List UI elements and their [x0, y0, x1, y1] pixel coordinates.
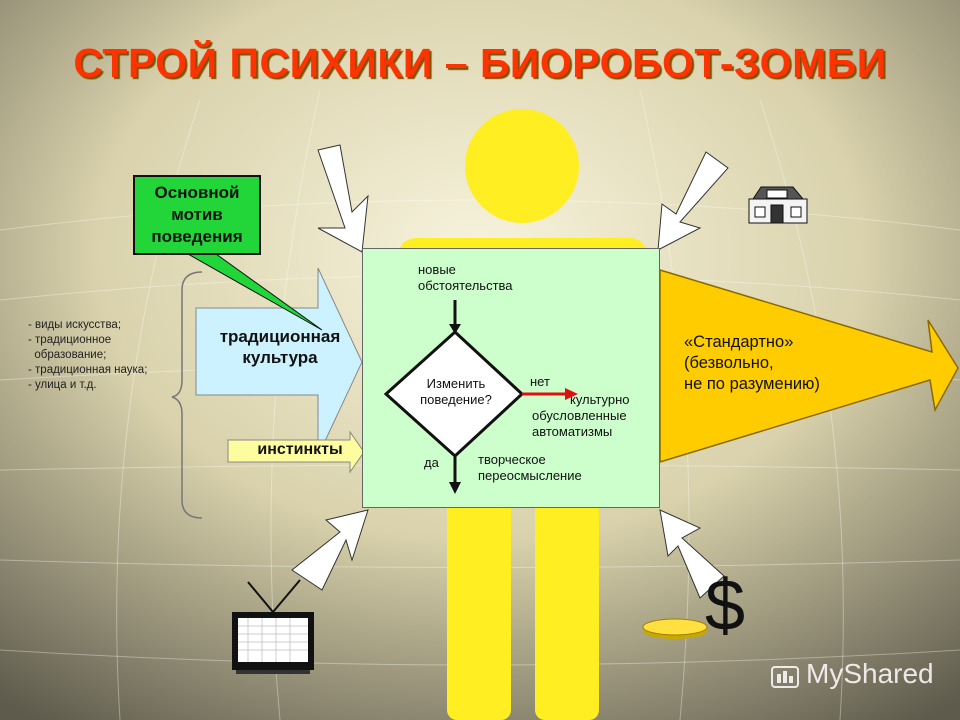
yes-result-label: творческое переосмысление — [478, 452, 582, 484]
output-line-3: не по разумению) — [684, 375, 820, 393]
input-line-1: новые — [418, 262, 456, 277]
page-title: СТРОЙ ПСИХИКИ – БИОРОБОТ-ЗОМБИ — [73, 40, 887, 86]
decision-line-2: поведение? — [420, 392, 492, 407]
culture-arrow-label: традиционная культура — [200, 326, 360, 368]
no-result-line-3: автоматизмы — [532, 424, 613, 439]
pointer-arrow-top-left — [317, 144, 369, 253]
figure-right-leg — [535, 500, 599, 720]
motive-line-2: мотив — [171, 205, 223, 224]
culture-list: - виды искусства; - традиционное образов… — [28, 318, 147, 393]
no-result-line-2: обусловленные — [532, 408, 627, 423]
motive-line-3: поведения — [151, 227, 243, 246]
output-label: «Стандартно» (безвольно, не по разумению… — [684, 332, 884, 395]
coin-icon — [642, 618, 708, 639]
house-icon — [748, 186, 808, 224]
output-line-2: (безвольно, — [684, 354, 774, 372]
input-line-2: обстоятельства — [418, 278, 513, 293]
yes-label: да — [424, 455, 439, 470]
list-bracket — [171, 271, 203, 519]
pointer-arrow-bottom-right — [659, 509, 725, 599]
list-item: - виды искусства; — [28, 319, 122, 331]
culture-arrow — [195, 267, 363, 457]
list-item: - улица и т.д. — [28, 379, 97, 391]
figure-head — [465, 109, 579, 223]
no-result-label: культурно обусловленные автоматизмы — [532, 392, 629, 440]
output-line-1: «Стандартно» — [684, 333, 794, 351]
yes-result-line-2: переосмысление — [478, 468, 582, 483]
watermark-logo-icon — [771, 666, 799, 688]
culture-line-2: культура — [242, 348, 318, 367]
pointer-arrow-bottom-left — [291, 509, 369, 591]
dollar-icon: $ — [705, 566, 746, 646]
yes-result-line-1: творческое — [478, 452, 546, 467]
main-motive-box: Основной мотив поведения — [133, 175, 261, 255]
list-item: - традиционная наука; — [28, 364, 148, 376]
no-label: нет — [530, 374, 550, 389]
watermark-text: MyShared — [806, 658, 934, 689]
motive-line-1: Основной — [154, 183, 240, 202]
watermark: MyShared — [770, 658, 934, 690]
red-arrow — [565, 388, 578, 400]
flowchart — [383, 300, 578, 494]
list-item: - традиционное — [28, 334, 112, 346]
flow-input-label: новые обстоятельства — [418, 262, 513, 294]
instinct-arrow-label: инстинкты — [257, 441, 343, 458]
instinct-arrow — [227, 430, 365, 474]
tv-icon — [232, 579, 314, 674]
decision-line-1: Изменить — [426, 376, 486, 391]
pointer-arrow-top-right — [657, 151, 729, 251]
figure-left-leg — [447, 500, 511, 720]
list-item: образование; — [28, 349, 107, 361]
culture-line-1: традиционная — [219, 327, 341, 346]
no-result-line-1: культурно — [570, 392, 630, 407]
decision-label: Изменить поведение? — [396, 376, 516, 408]
output-arrow — [659, 268, 959, 464]
